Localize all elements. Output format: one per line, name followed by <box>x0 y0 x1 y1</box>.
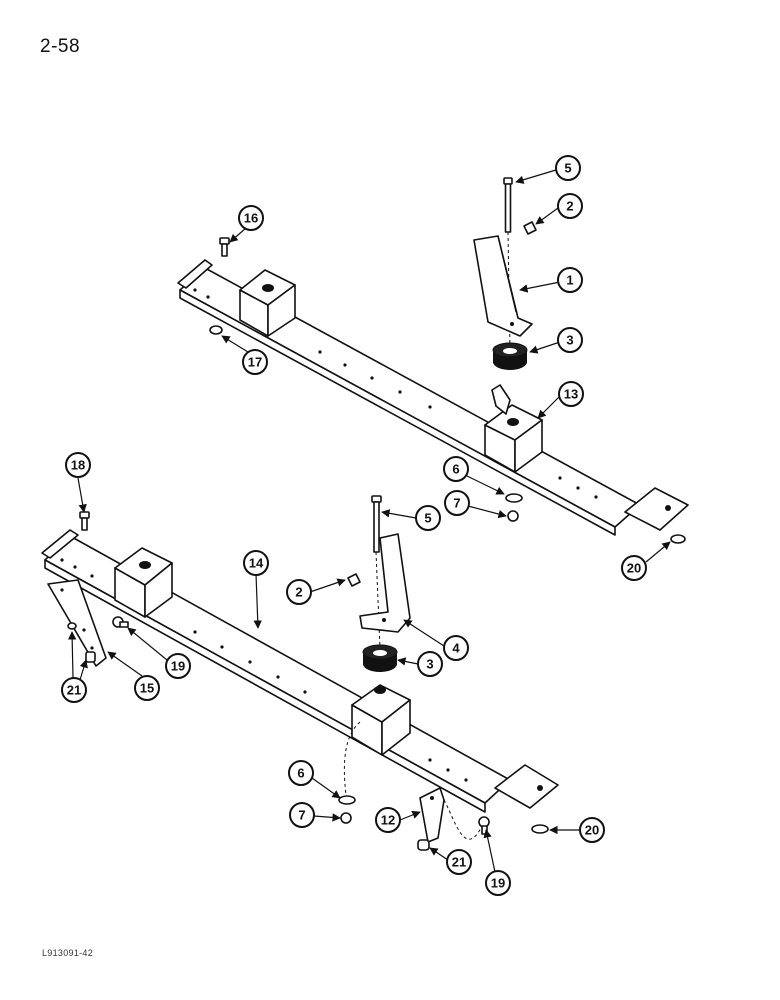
svg-text:3: 3 <box>426 657 433 672</box>
svg-text:3: 3 <box>566 333 573 348</box>
callout-5-upper: 5 <box>555 155 581 181</box>
lower-bolt <box>371 495 382 649</box>
callout-14: 14 <box>243 550 269 576</box>
svg-text:1: 1 <box>566 273 573 288</box>
upper-nut <box>507 510 519 522</box>
svg-text:5: 5 <box>564 161 571 176</box>
callout-5-lower: 5 <box>415 505 441 531</box>
nut-21-right <box>417 839 430 851</box>
svg-text:6: 6 <box>452 462 459 477</box>
svg-text:2: 2 <box>295 585 302 600</box>
svg-text:5: 5 <box>424 511 431 526</box>
svg-text:16: 16 <box>244 211 258 226</box>
callout-16: 16 <box>238 205 264 231</box>
lower-screw <box>347 573 361 587</box>
callout-7-lower: 7 <box>289 802 315 828</box>
page-number: 2-58 <box>40 36 81 57</box>
upper-right-washer <box>670 534 686 544</box>
callout-6-lower: 6 <box>288 760 314 786</box>
callout-7-upper: 7 <box>444 490 470 516</box>
callout-3-upper: 3 <box>557 327 583 353</box>
svg-text:12: 12 <box>381 813 395 828</box>
svg-text:17: 17 <box>248 355 262 370</box>
callout-3-lower: 3 <box>417 651 443 677</box>
lower-right-washer <box>531 824 549 834</box>
svg-text:7: 7 <box>453 496 460 511</box>
side-bracket-15 <box>47 579 107 667</box>
svg-text:14: 14 <box>249 556 264 571</box>
svg-text:4: 4 <box>452 641 460 656</box>
callout-21-right: 21 <box>446 849 472 875</box>
svg-text:13: 13 <box>564 387 578 402</box>
callout-2-lower: 2 <box>286 579 312 605</box>
callout-19-left: 19 <box>165 653 191 679</box>
lower-isolator <box>362 644 398 672</box>
callout-19-right: 19 <box>485 870 511 896</box>
svg-text:20: 20 <box>627 561 641 576</box>
callout-2-upper: 2 <box>557 193 583 219</box>
leader-lines <box>67 169 671 873</box>
upper-isolator <box>492 342 528 370</box>
lower-washer <box>338 795 356 805</box>
svg-text:2: 2 <box>566 199 573 214</box>
callout-13: 13 <box>558 381 584 407</box>
svg-text:15: 15 <box>140 681 154 696</box>
bracket-12 <box>419 787 483 843</box>
svg-text:19: 19 <box>171 659 185 674</box>
upper-screw <box>523 221 537 235</box>
svg-text:6: 6 <box>297 766 304 781</box>
bolt-16 <box>219 237 230 257</box>
callout-20-upper: 20 <box>621 555 647 581</box>
svg-text:7: 7 <box>298 808 305 823</box>
bolt-18 <box>79 511 90 531</box>
lower-nut <box>340 812 352 824</box>
callout-15: 15 <box>134 675 160 701</box>
svg-text:18: 18 <box>71 458 85 473</box>
upper-washer <box>505 493 523 503</box>
lower-mounting-rail <box>41 529 559 813</box>
screw-19-right <box>478 816 490 835</box>
upper-tab-bracket <box>491 384 511 415</box>
upper-mounting-rail <box>177 259 689 536</box>
svg-text:20: 20 <box>585 823 599 838</box>
callout-4: 4 <box>443 635 469 661</box>
callout-18: 18 <box>65 452 91 478</box>
callout-1: 1 <box>557 267 583 293</box>
nut-21-left <box>67 622 96 663</box>
callout-12: 12 <box>375 807 401 833</box>
upper-bracket <box>473 235 533 337</box>
svg-text:21: 21 <box>452 855 466 870</box>
callout-21-left: 21 <box>61 677 87 703</box>
svg-text:21: 21 <box>67 683 81 698</box>
callout-6-upper: 6 <box>443 456 469 482</box>
callout-17: 17 <box>242 349 268 375</box>
figure-code: L913091-42 <box>42 948 94 958</box>
callout-20-lower: 20 <box>579 817 605 843</box>
svg-text:19: 19 <box>491 876 505 891</box>
lower-bracket <box>359 533 411 633</box>
screw-19-left <box>112 616 129 628</box>
nut-17 <box>209 325 223 335</box>
